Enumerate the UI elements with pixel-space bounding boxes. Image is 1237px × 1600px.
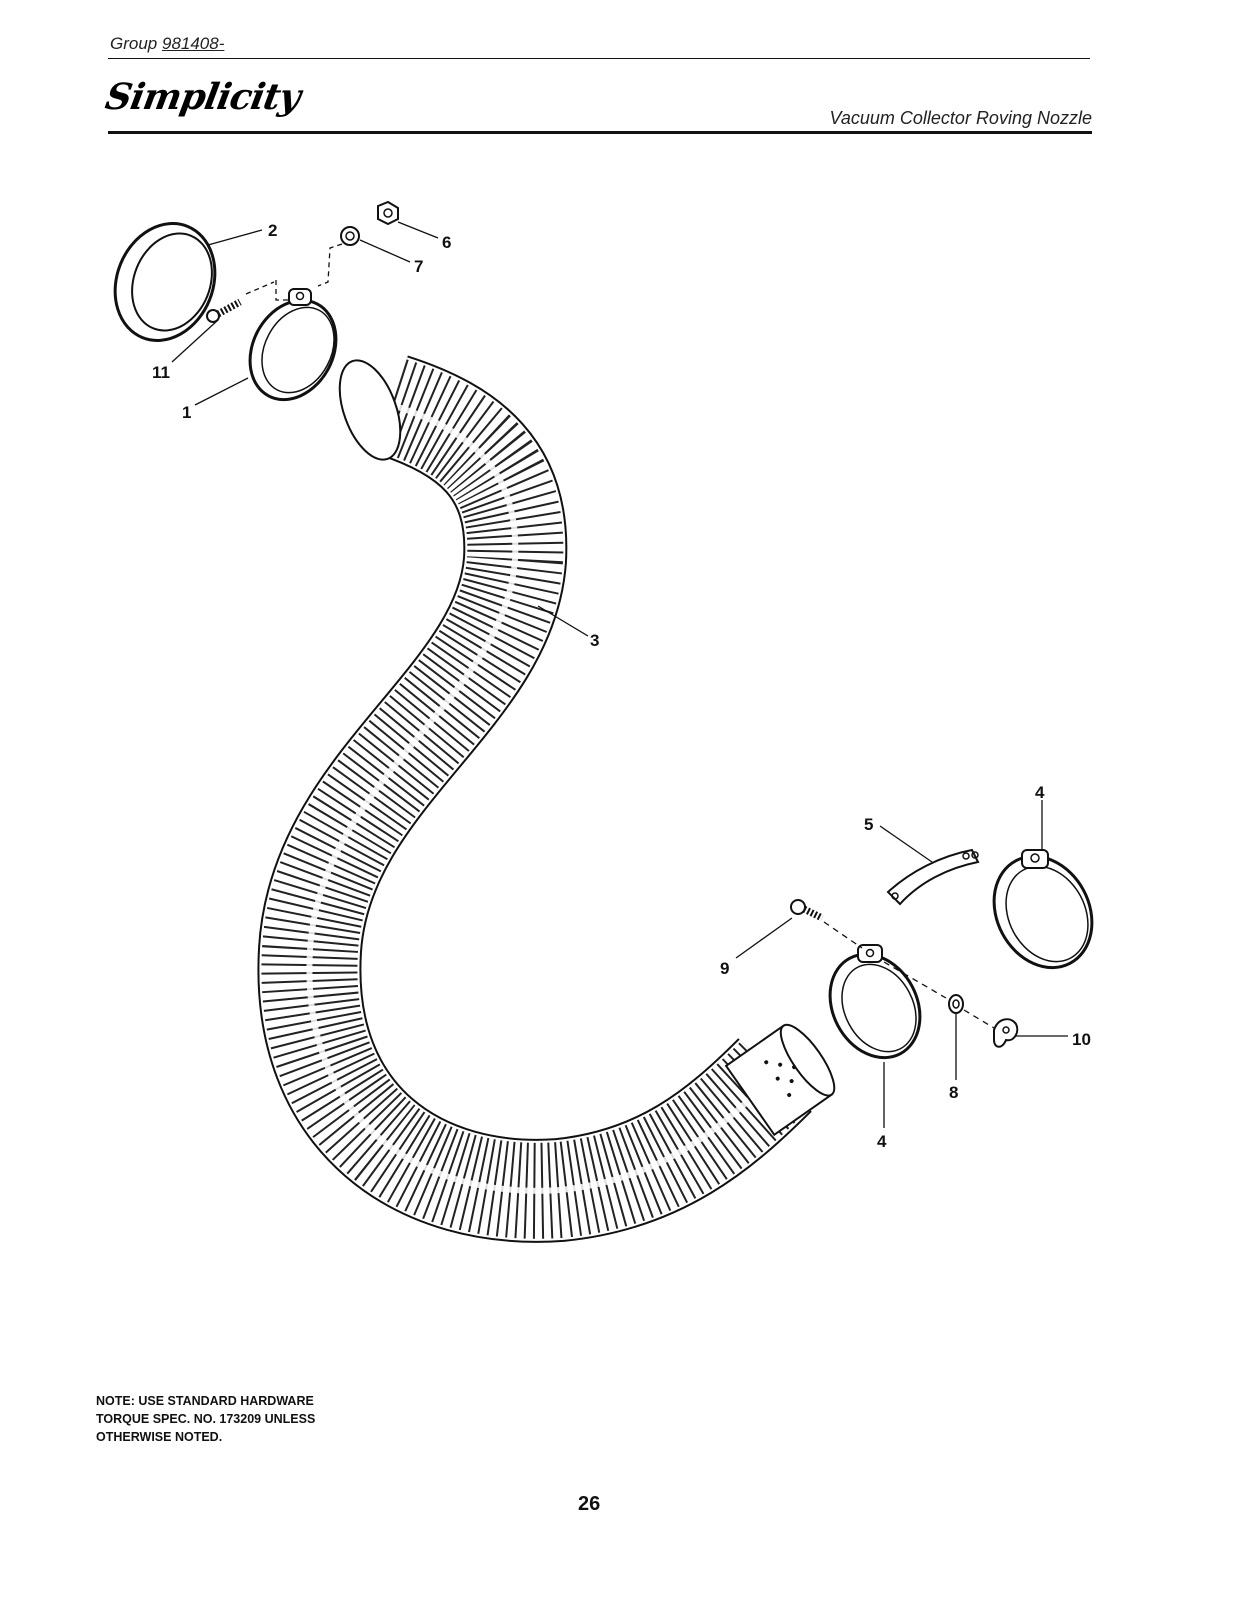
callout-labels: 1 2 3 4 4 5 6 7 8 9 10 11 xyxy=(152,221,1091,1151)
callout-7: 7 xyxy=(414,257,423,276)
section-title: Vacuum Collector Roving Nozzle xyxy=(829,108,1092,128)
part-9-bolt xyxy=(790,899,824,922)
group-number: 981408- xyxy=(161,34,225,53)
part-6-nut xyxy=(377,200,399,226)
part-1-clamp xyxy=(248,288,338,402)
note-line-2: TORQUE SPEC. NO. 173209 UNLESS xyxy=(96,1412,316,1426)
callout-3: 3 xyxy=(590,631,599,650)
callout-1: 1 xyxy=(182,403,191,422)
group-label: Group 981408- xyxy=(110,34,224,54)
assembly-lines-bottom xyxy=(823,921,995,1029)
callout-10: 10 xyxy=(1072,1030,1091,1049)
assembly-lines-top xyxy=(245,243,343,301)
callout-6: 6 xyxy=(442,233,451,252)
part-4-clamp-lower xyxy=(828,944,922,1060)
header-bottom-rule xyxy=(108,131,1092,134)
callout-8: 8 xyxy=(949,1083,958,1102)
header-top-rule xyxy=(108,58,1090,59)
part-8-washer xyxy=(948,994,964,1014)
part-7-washer xyxy=(340,226,360,246)
hardware-note: NOTE: USE STANDARD HARDWARE TORQUE SPEC.… xyxy=(96,1392,315,1446)
part-4-clamp-upper xyxy=(992,849,1094,970)
callout-4-upper: 4 xyxy=(1035,783,1045,802)
part-11-bolt xyxy=(206,298,242,323)
callout-4-lower: 4 xyxy=(877,1132,887,1151)
part-10-wing-nut xyxy=(993,1018,1019,1048)
callout-5: 5 xyxy=(864,815,873,834)
callout-9: 9 xyxy=(720,959,729,978)
part-2-collar xyxy=(113,222,217,342)
callout-11: 11 xyxy=(152,363,170,382)
note-line-3: OTHERWISE NOTED. xyxy=(96,1430,223,1444)
note-line-1: NOTE: USE STANDARD HARDWARE xyxy=(96,1394,314,1408)
callout-2: 2 xyxy=(268,221,277,240)
flexible-hose xyxy=(257,355,836,1243)
leader-lines xyxy=(171,221,1068,1128)
page-number: 26 xyxy=(578,1493,601,1515)
part-5-bracket xyxy=(886,848,980,906)
group-prefix: Group xyxy=(110,34,162,53)
